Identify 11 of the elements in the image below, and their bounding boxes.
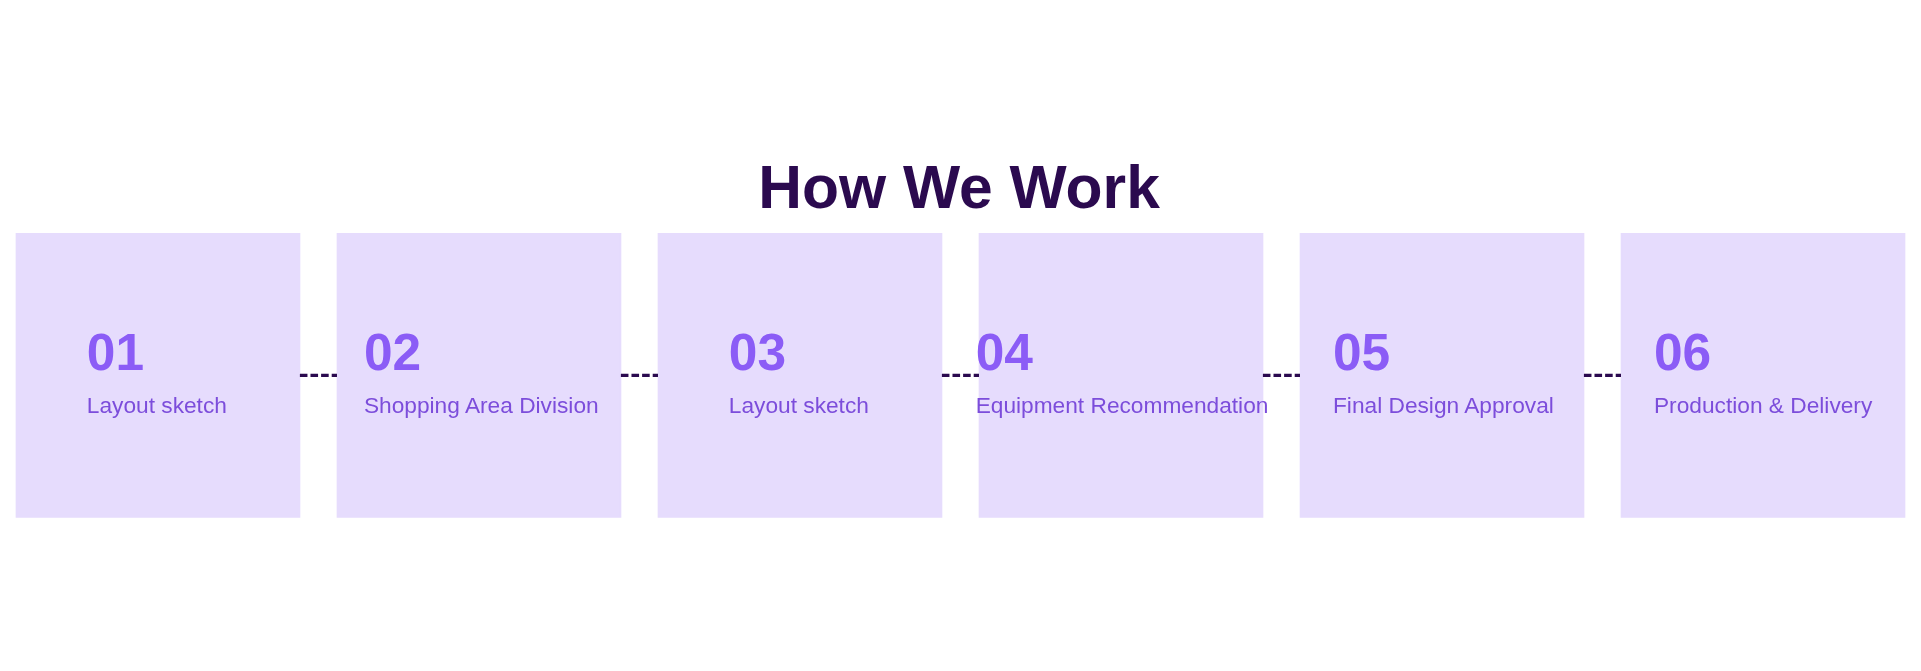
node-box: 03 Layout sketch (657, 232, 943, 518)
connector (620, 373, 658, 377)
node-box: 02 Shopping Area Division (336, 232, 622, 518)
node-box: 01 Layout sketch (15, 232, 301, 518)
diagram-title: How We Work (758, 152, 1160, 221)
connector (299, 373, 337, 377)
node-box: 05 Final Design Approval (1299, 232, 1585, 518)
connector (1262, 373, 1300, 377)
node-box: 06 Production & Delivery (1620, 232, 1906, 518)
connector (1583, 373, 1621, 377)
connector (941, 373, 979, 377)
